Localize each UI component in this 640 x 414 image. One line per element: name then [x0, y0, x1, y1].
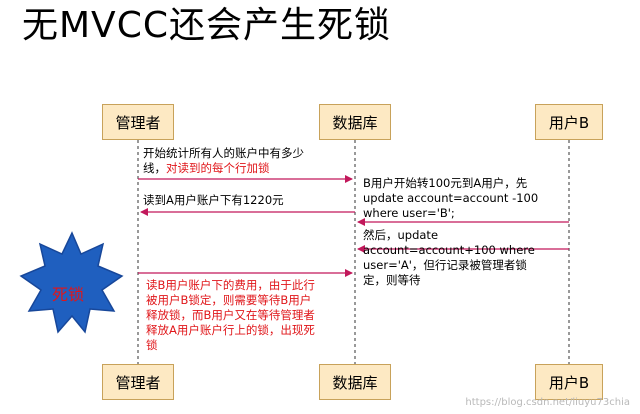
message-text: 释放A用户账户行上的锁，出现死 [146, 323, 315, 337]
message-text: update account=account -100 [363, 191, 539, 205]
message-text: B用户开始转100元到A用户，先 [363, 176, 528, 190]
page-title: 无MVCC还会产生死锁 [22, 5, 391, 46]
message-text: user='A'，但行记录被管理者锁 [363, 258, 527, 272]
watermark: https://blog.csdn.net/liuyu73chia [465, 397, 630, 408]
message-text: 开始统计所有人的账户中有多少 [143, 146, 304, 160]
message-db-read: 读到A用户账户下有1220元 [143, 193, 353, 208]
message-text: 释放锁，而B用户又在等待管理者 [146, 308, 315, 322]
message-text: account=account+100 where [363, 243, 535, 257]
participant-database-bottom: 数据库 [319, 364, 391, 400]
message-manager-lock: 开始统计所有人的账户中有多少 线，对读到的每个行加锁 [143, 146, 355, 176]
message-text: 然后，update [363, 228, 439, 242]
message-text: 读到A用户账户下有1220元 [143, 193, 284, 207]
participant-manager-label: 管理者 [115, 373, 161, 392]
message-text: 定，则等待 [363, 273, 421, 287]
deadlock-label: 死锁 [52, 285, 85, 304]
message-manager-deadlock: 读B用户账户下的费用，由于此行 被用户B锁定，则需要等待B用户 释放锁，而B用户… [146, 278, 354, 353]
participant-manager-label: 管理者 [115, 113, 161, 132]
deadlock-star-icon [19, 231, 124, 334]
message-text: 被用户B锁定，则需要等待B用户 [146, 293, 312, 307]
participant-database-label: 数据库 [332, 113, 378, 132]
participant-userB-top: 用户B [535, 104, 603, 140]
participant-database-top: 数据库 [319, 104, 391, 140]
message-text: 线，对读到的每个行加锁 [143, 161, 355, 176]
message-text: 读B用户账户下的费用，由于此行 [146, 278, 315, 292]
message-text: 线， [143, 161, 166, 175]
message-userB-then: 然后，update account=account+100 where user… [363, 228, 568, 288]
message-text-highlight: 对读到的每个行加锁 [166, 161, 270, 175]
participant-userB-bottom: 用户B [535, 364, 603, 400]
participant-userB-label: 用户B [548, 373, 590, 392]
message-text: where user='B'; [363, 206, 455, 220]
participant-userB-label: 用户B [548, 113, 590, 132]
message-text: 锁 [146, 338, 158, 352]
participant-manager-top: 管理者 [102, 104, 174, 140]
participant-database-label: 数据库 [332, 373, 378, 392]
message-userB-update: B用户开始转100元到A用户，先 update account=account … [363, 176, 568, 221]
participant-manager-bottom: 管理者 [102, 364, 174, 400]
